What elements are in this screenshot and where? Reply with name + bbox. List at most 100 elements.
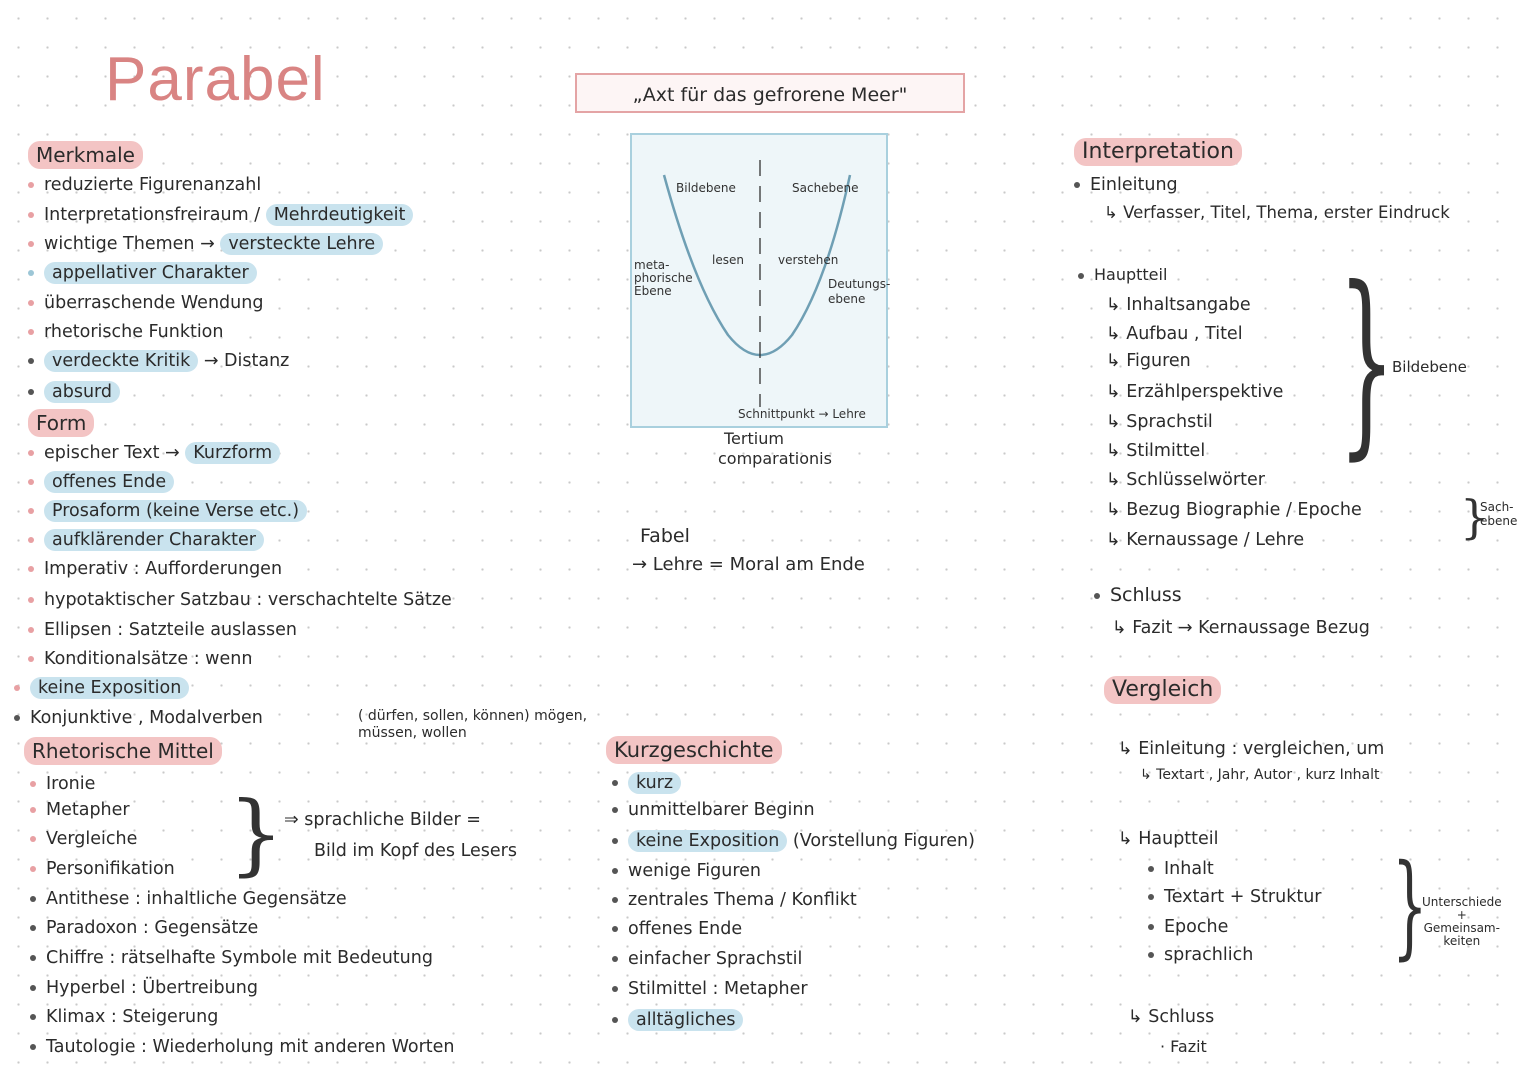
form-item: Konditionalsätze : wenn bbox=[28, 646, 252, 672]
bullet-icon bbox=[30, 807, 36, 813]
vergleich-item: Epoche bbox=[1148, 914, 1228, 940]
merkmal-item: verdeckte Kritik → Distanz bbox=[28, 348, 289, 374]
hauptteil-item: ↳ Stilmittel bbox=[1106, 441, 1206, 461]
rhetorik-item: Antithese : inhaltliche Gegensätze bbox=[30, 886, 347, 912]
bullet-icon bbox=[612, 926, 618, 932]
hauptteil-item: ↳ Schlüsselwörter bbox=[1106, 470, 1265, 490]
bullet-icon bbox=[1094, 592, 1100, 599]
bullet-icon bbox=[28, 537, 34, 543]
bullet-icon bbox=[612, 868, 618, 874]
vergleich-einleitung-detail: ↳ Textart , Jahr, Autor , kurz Inhalt bbox=[1140, 767, 1380, 783]
kurzgeschichte-item: unmittelbarer Beginn bbox=[612, 797, 815, 823]
modalverben-note: ( dürfen, sollen, können) mögen, müssen,… bbox=[358, 708, 588, 741]
rhetorik-item: Tautologie : Wiederholung mit anderen Wo… bbox=[30, 1034, 454, 1060]
rhetorik-item: Vergleiche bbox=[30, 826, 137, 852]
bullet-icon bbox=[28, 597, 34, 603]
bullet-icon bbox=[612, 838, 618, 844]
merkmale-heading: Merkmale bbox=[28, 141, 143, 169]
rhetorik-heading: Rhetorische Mittel bbox=[24, 737, 222, 765]
bullet-icon bbox=[28, 508, 34, 514]
bullet-icon bbox=[1078, 272, 1084, 279]
bullet-icon bbox=[28, 241, 34, 247]
schluss-detail: ↳ Fazit → Kernaussage Bezug bbox=[1112, 618, 1370, 638]
comparationis-label: comparationis bbox=[718, 449, 832, 468]
bullet-icon bbox=[30, 896, 36, 902]
bullet-icon bbox=[1148, 952, 1154, 958]
bullet-icon bbox=[28, 627, 34, 633]
rhetorik-item: Metapher bbox=[30, 797, 130, 823]
vergleich-schluss: ↳ Schluss bbox=[1128, 1007, 1215, 1027]
bullet-icon bbox=[1148, 894, 1154, 900]
form-item: epischer Text → Kurzform bbox=[28, 440, 281, 466]
bullet-icon bbox=[30, 781, 36, 787]
rhetorik-item: Chiffre : rätselhafte Symbole mit Bedeut… bbox=[30, 945, 433, 971]
parabola-curve bbox=[662, 160, 852, 407]
bilder-label: Bild im Kopf des Lesers bbox=[314, 841, 517, 861]
verstehen-label: verstehen bbox=[778, 253, 839, 267]
sachebene-label: Sachebene bbox=[792, 181, 859, 195]
bullet-icon bbox=[28, 450, 34, 456]
kurzgeschichte-item: alltägliches bbox=[612, 1007, 744, 1033]
form-heading: Form bbox=[28, 409, 95, 437]
hauptteil-label: Hauptteil bbox=[1078, 262, 1167, 288]
bullet-icon bbox=[612, 1017, 618, 1023]
vergleich-heading: Vergleich bbox=[1104, 676, 1222, 704]
vergleich-item: sprachlich bbox=[1148, 942, 1253, 968]
page-title: Parabel bbox=[105, 45, 326, 114]
form-item: Prosaform (keine Verse etc.) bbox=[28, 498, 308, 524]
schnittpunkt-label: Schnittpunkt → Lehre bbox=[738, 407, 866, 421]
form-item: keine Exposition bbox=[14, 675, 190, 701]
hauptteil-item: ↳ Aufbau , Titel bbox=[1106, 324, 1243, 344]
merkmal-item: wichtige Themen → versteckte Lehre bbox=[28, 231, 384, 257]
bullet-icon bbox=[30, 925, 36, 931]
vergleich-einleitung: ↳ Einleitung : vergleichen, um bbox=[1118, 739, 1385, 759]
form-item: Ellipsen : Satzteile auslassen bbox=[28, 617, 297, 643]
hauptteil-item: ↳ Inhaltsangabe bbox=[1106, 295, 1251, 315]
bullet-icon bbox=[30, 836, 36, 842]
unterschiede-label: Unterschiede + Gemeinsam- keiten bbox=[1422, 895, 1502, 948]
merkmal-item: appellativer Charakter bbox=[28, 260, 257, 286]
merkmal-item: reduzierte Figurenanzahl bbox=[28, 172, 261, 198]
sachebene-brace-label: Sach- ebene bbox=[1480, 500, 1518, 528]
vergleich-fazit: · Fazit bbox=[1160, 1037, 1207, 1056]
bullet-icon bbox=[1074, 182, 1080, 188]
bildebene-brace-label: Bildebene bbox=[1392, 358, 1467, 376]
curly-brace-icon: } bbox=[228, 782, 284, 885]
bullet-icon bbox=[28, 358, 34, 364]
form-item: Konjunktive , Modalverben bbox=[14, 705, 263, 731]
interpretation-heading: Interpretation bbox=[1074, 138, 1242, 166]
einleitung-detail: ↳ Verfasser, Titel, Thema, erster Eindru… bbox=[1104, 203, 1450, 222]
rhetorik-item: Paradoxon : Gegensätze bbox=[30, 915, 258, 941]
bullet-icon bbox=[612, 956, 618, 962]
tertium-diagram: Bildebene Sachebene lesen verstehen meta… bbox=[630, 133, 890, 428]
kurzgeschichte-item: kurz bbox=[612, 770, 682, 796]
kurzgeschichte-item: zentrales Thema / Konflikt bbox=[612, 887, 857, 913]
bullet-icon bbox=[612, 897, 618, 903]
merkmal-item: rhetorische Funktion bbox=[28, 319, 223, 345]
parable-quote-box: „Axt für das gefrorene Meer" bbox=[575, 73, 965, 113]
merkmal-item: Interpretationsfreiraum / Mehrdeutigkeit bbox=[28, 202, 414, 228]
hauptteil-item: ↳ Bezug Biographie / Epoche bbox=[1106, 500, 1362, 520]
kurzgeschichte-item: einfacher Sprachstil bbox=[612, 946, 802, 972]
bullet-icon bbox=[612, 780, 618, 786]
rhetorik-item: Ironie bbox=[30, 771, 95, 797]
curly-brace-icon: } bbox=[1460, 490, 1490, 544]
hauptteil-item: ↳ Sprachstil bbox=[1106, 412, 1213, 432]
bullet-icon bbox=[28, 389, 34, 395]
form-item: hypotaktischer Satzbau : verschachtelte … bbox=[28, 587, 452, 613]
bullet-icon bbox=[28, 479, 34, 485]
bilder-label: ⇒ sprachliche Bilder = bbox=[284, 810, 481, 830]
curly-brace-icon: } bbox=[1392, 841, 1428, 971]
hauptteil-item: ↳ Figuren bbox=[1106, 351, 1191, 371]
merkmal-item: überraschende Wendung bbox=[28, 290, 263, 316]
tertium-label: Tertium bbox=[724, 429, 784, 448]
bullet-icon bbox=[28, 656, 34, 662]
vergleich-item: Textart + Struktur bbox=[1148, 884, 1322, 910]
bullet-icon bbox=[1148, 866, 1154, 872]
rhetorik-item: Personifikation bbox=[30, 856, 175, 882]
lesen-label: lesen bbox=[712, 253, 744, 267]
hauptteil-item: ↳ Erzählperspektive bbox=[1106, 382, 1284, 402]
bullet-icon bbox=[30, 1044, 36, 1050]
merkmal-item: absurd bbox=[28, 379, 121, 405]
vergleich-hauptteil: ↳ Hauptteil bbox=[1118, 829, 1219, 849]
